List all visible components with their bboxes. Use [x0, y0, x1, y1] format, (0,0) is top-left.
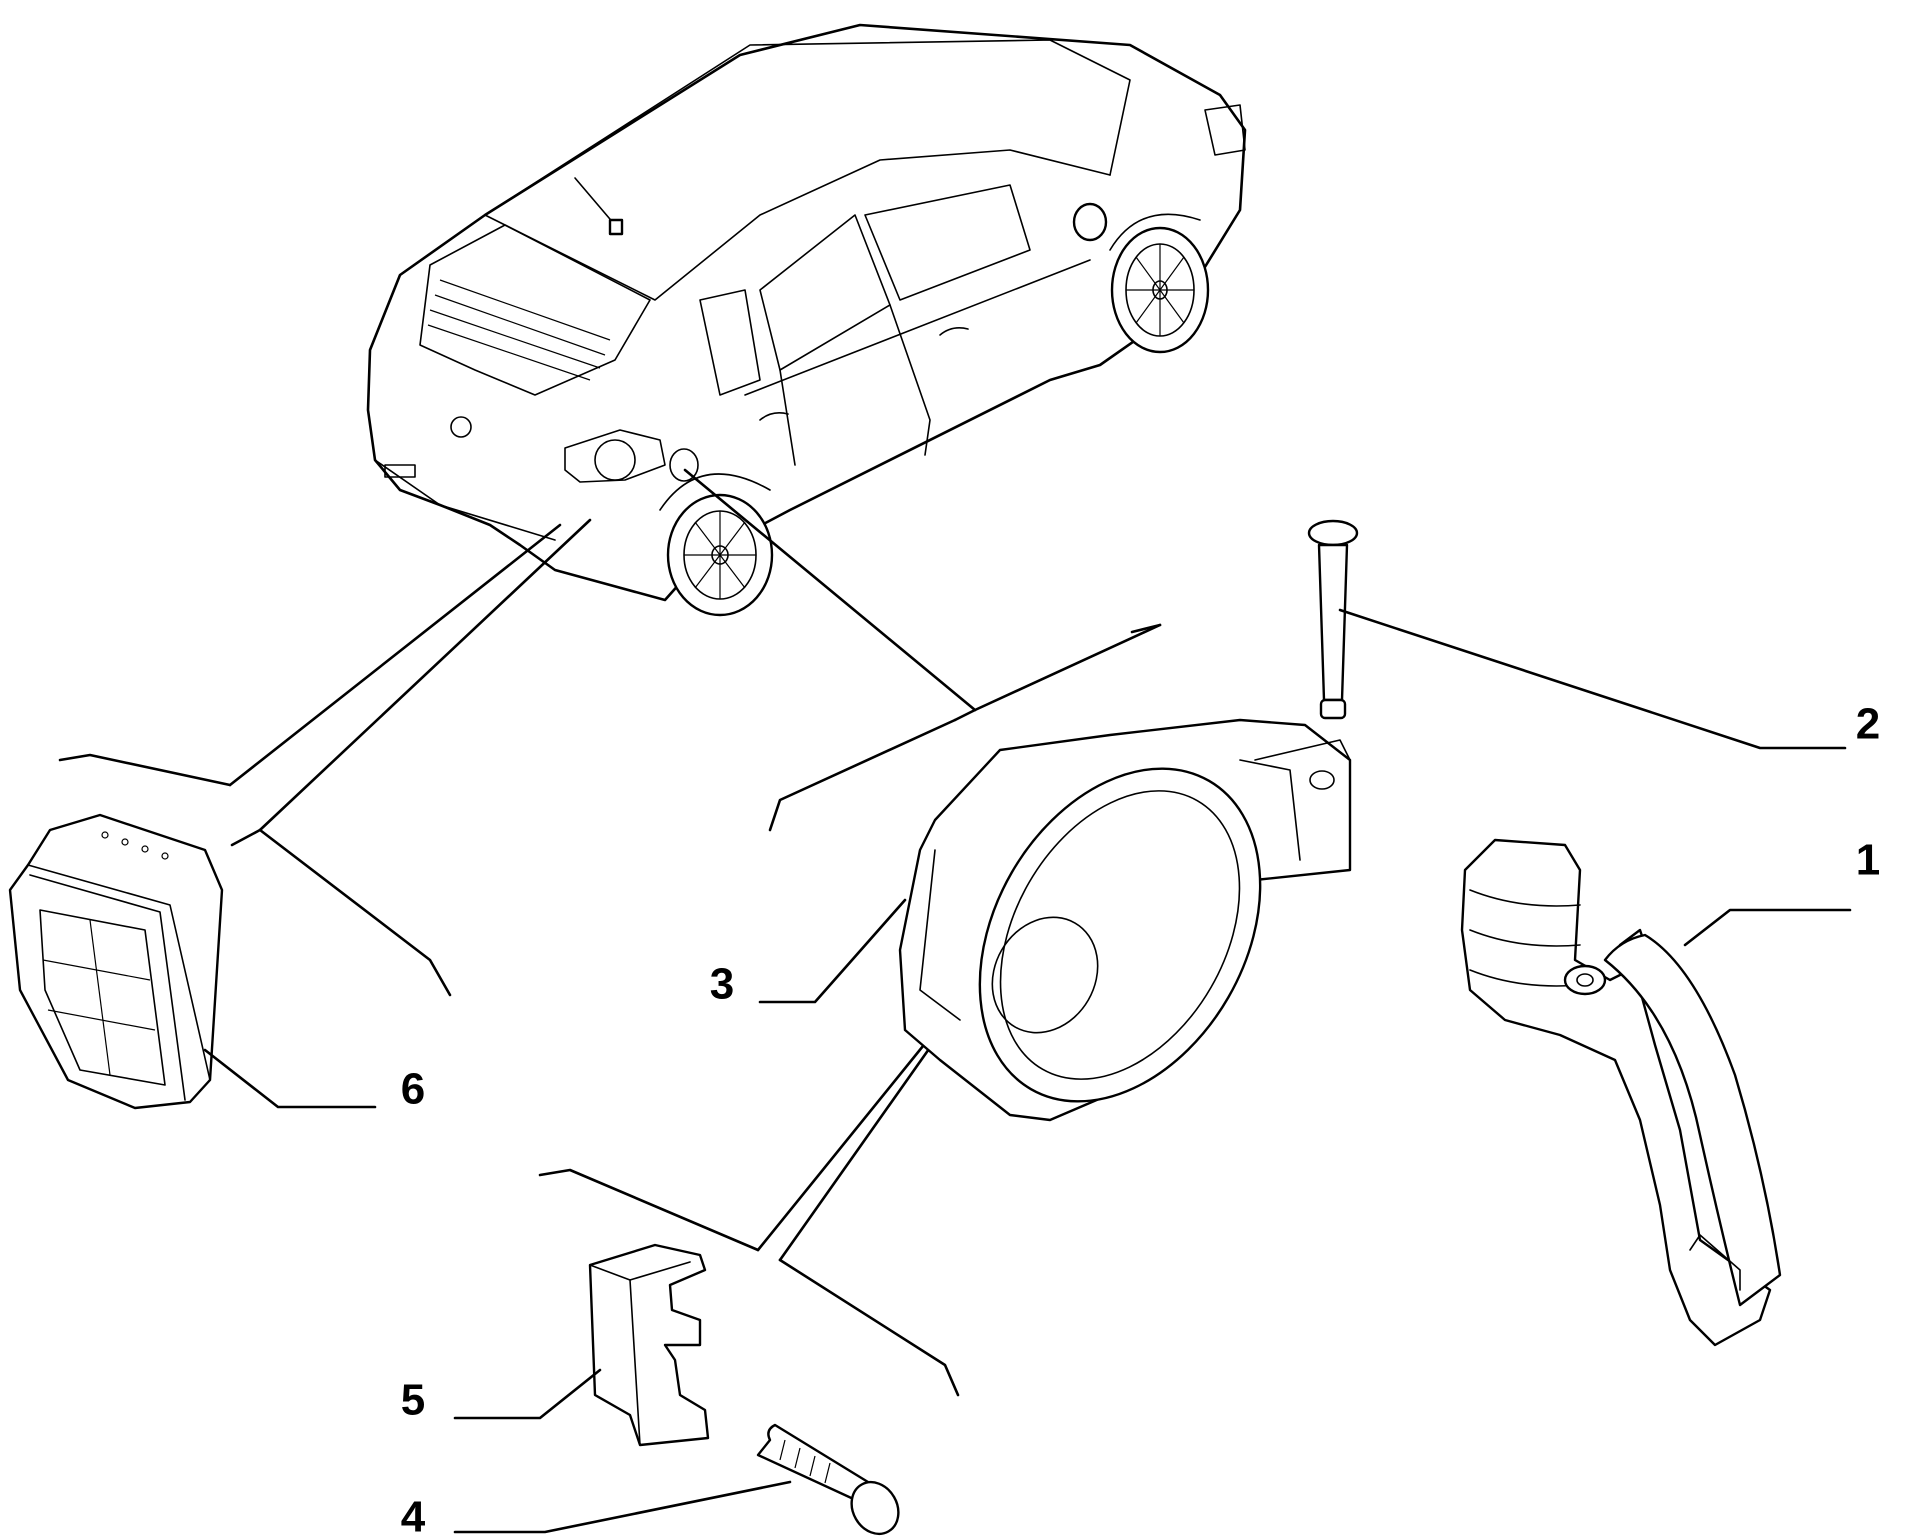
- callout-4-label: 4: [401, 1493, 426, 1538]
- callout-labels: 1 2 3 4 5 6: [401, 700, 1880, 1538]
- part-fuel-filler-housing: [898, 718, 1352, 1122]
- callout-5-label: 5: [401, 1376, 425, 1425]
- part-rivet-pin: [1307, 519, 1359, 720]
- callout-leaders: [203, 608, 1852, 1534]
- part-fuel-filler-funnel: [1460, 838, 1782, 1347]
- callout-6-label: 6: [401, 1065, 425, 1114]
- leader-lines: [58, 468, 1162, 1397]
- part-screw: [756, 1423, 900, 1536]
- callout-3-label: 3: [710, 960, 734, 1009]
- part-air-vent-grille: [8, 813, 224, 1110]
- front-wheel: [1110, 226, 1210, 354]
- callout-2-label: 2: [1856, 700, 1880, 749]
- car-illustration: [366, 23, 1247, 617]
- callout-1-label: 1: [1856, 836, 1880, 885]
- rear-wheel: [666, 493, 774, 617]
- part-bracket: [588, 1243, 710, 1447]
